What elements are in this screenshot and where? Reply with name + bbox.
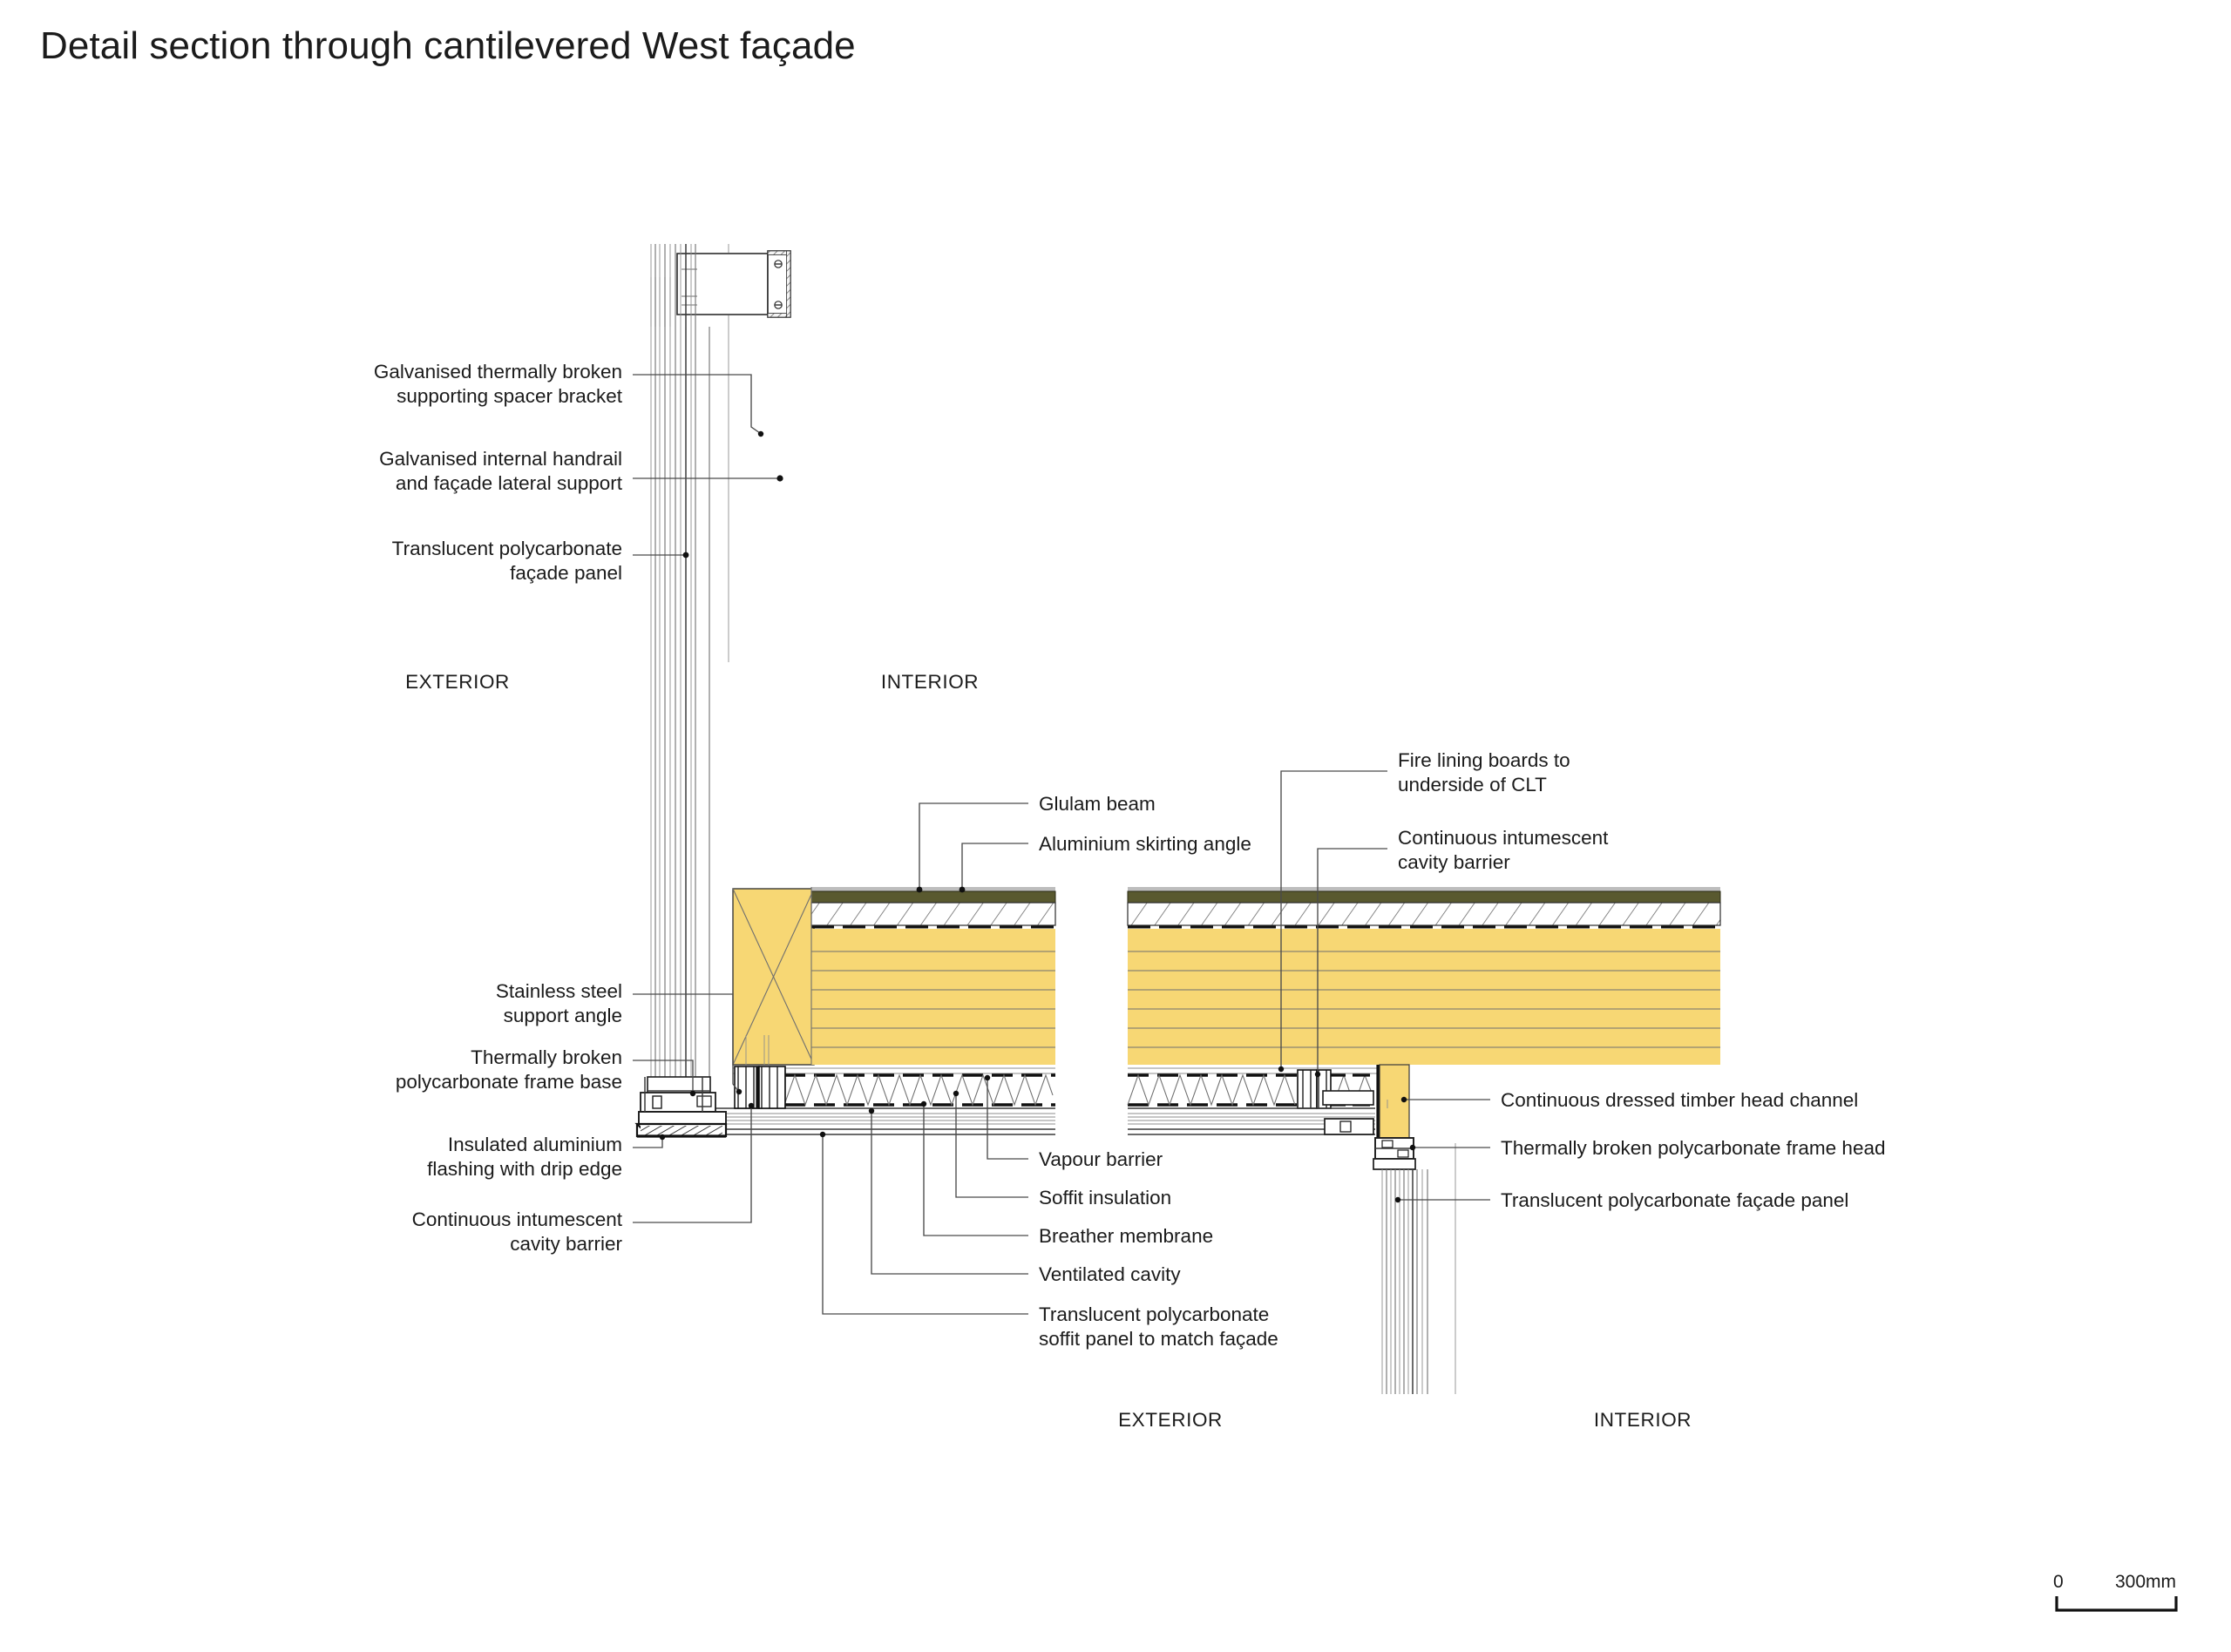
spacer-bracket-body: [676, 253, 769, 315]
dark-topping-band-right: [1127, 890, 1721, 904]
label-stainless-support-angle-l2: support angle: [504, 1005, 622, 1026]
soffit-insulation-zigzag-right: [1127, 1073, 1296, 1107]
label-fire-lining-boards-l1: Fire lining boards to: [1398, 749, 1570, 771]
soffit-insulation-zigzag-left: [783, 1073, 1054, 1107]
labels-right: Fire lining boards to underside of CLT C…: [1398, 749, 1886, 1211]
clt-slab-right: [1128, 929, 1720, 1065]
label-fire-lining-boards-l2: underside of CLT: [1398, 774, 1547, 796]
zone-interior-bottom: INTERIOR: [1594, 1409, 1692, 1431]
polycarbonate-multiwall-lines-upper: [650, 277, 696, 1077]
label-galvanised-handrail-l1: Galvanised internal handrail: [379, 448, 622, 470]
label-ventilated-cavity: Ventilated cavity: [1039, 1263, 1181, 1285]
label-polycarbonate-panel-lower: Translucent polycarbonate façade panel: [1501, 1189, 1848, 1211]
frame-base-detail-left: [634, 1076, 728, 1138]
label-insulated-flashing-l1: Insulated aluminium: [448, 1134, 622, 1155]
bracket-detail: [650, 244, 810, 327]
slab-top-skim-right: [1128, 887, 1720, 891]
clt-lamination-lines-left: [811, 951, 1055, 1048]
label-galvanised-spacer-bracket-l2: supporting spacer bracket: [397, 385, 623, 407]
scale-bar: 0 300mm: [2053, 1572, 2178, 1612]
label-frame-base-l2: polycarbonate frame base: [396, 1071, 622, 1093]
leaders-right: [1278, 770, 1490, 1203]
label-polycarbonate-panel-upper-l1: Translucent polycarbonate: [392, 538, 622, 559]
upper-facade-panel-assembly: [650, 277, 729, 1080]
labels-centre: Glulam beam Aluminium skirting angle Vap…: [1039, 793, 1278, 1350]
label-galvanised-spacer-bracket-l1: Galvanised thermally broken: [374, 361, 622, 383]
label-cavity-barrier-right-l1: Continuous intumescent: [1398, 827, 1609, 849]
label-frame-head: Thermally broken polycarbonate frame hea…: [1501, 1137, 1886, 1159]
leaders-centre: [819, 802, 1028, 1315]
label-breather-membrane: Breather membrane: [1039, 1225, 1213, 1247]
polycarbonate-frame-head: [1373, 1137, 1416, 1170]
scale-end-label: 300mm: [2115, 1572, 2176, 1592]
label-cavity-barrier-left-l1: Continuous intumescent: [412, 1209, 623, 1230]
screed-layer-left: [810, 902, 1056, 926]
screed-layer-right: [1127, 902, 1721, 926]
frame-base-block-a: [734, 1066, 760, 1109]
clt-lamination-lines-right: [1128, 951, 1720, 1048]
label-aluminium-skirting-angle: Aluminium skirting angle: [1039, 833, 1251, 855]
label-galvanised-handrail-l2: and façade lateral support: [396, 472, 623, 494]
zone-labels: EXTERIOR INTERIOR EXTERIOR INTERIOR: [405, 671, 1692, 1431]
head-trim-detail: [1322, 1090, 1374, 1135]
labels-left: Galvanised thermally broken supporting s…: [374, 361, 623, 1255]
label-timber-head-channel: Continuous dressed timber head channel: [1501, 1089, 1858, 1111]
label-cavity-barrier-right-l2: cavity barrier: [1398, 851, 1510, 873]
soffit-panel-layers-right: [1128, 1107, 1375, 1135]
right-floor-buildup: [1127, 887, 1721, 1394]
zone-exterior-top: EXTERIOR: [405, 671, 510, 693]
frame-head-block-a: [1297, 1069, 1318, 1109]
label-polycarbonate-panel-upper-l2: façade panel: [510, 562, 622, 584]
polycarbonate-lines-behind-bracket: [650, 244, 729, 327]
label-insulated-flashing-l2: flashing with drip edge: [427, 1158, 622, 1180]
label-soffit-panel-l2: soffit panel to match façade: [1039, 1328, 1278, 1350]
leaders-left: [633, 374, 783, 1223]
page-title: Detail section through cantilevered West…: [40, 24, 856, 67]
bracket-fixing-bolts: [774, 260, 783, 309]
zone-exterior-bottom: EXTERIOR: [1118, 1409, 1223, 1431]
zone-interior-top: INTERIOR: [881, 671, 979, 693]
frame-base-block-b: [758, 1066, 786, 1109]
slab-top-skim-left: [811, 887, 1055, 891]
label-stainless-support-angle-l1: Stainless steel: [496, 980, 622, 1002]
scale-start-label: 0: [2053, 1572, 2064, 1592]
label-soffit-insulation: Soffit insulation: [1039, 1187, 1171, 1209]
label-soffit-panel-l1: Translucent polycarbonate: [1039, 1303, 1269, 1325]
label-cavity-barrier-left-l2: cavity barrier: [510, 1233, 622, 1255]
left-floor-buildup: [634, 887, 1056, 1138]
soffit-panel-layers-left: [695, 1107, 1055, 1135]
dark-topping-band-left: [810, 890, 1056, 904]
label-glulam-beam: Glulam beam: [1039, 793, 1156, 815]
label-vapour-barrier: Vapour barrier: [1039, 1148, 1163, 1170]
clt-slab-left: [811, 929, 1055, 1065]
label-frame-base-l1: Thermally broken: [471, 1046, 622, 1068]
panel-edge-stiles-left: [644, 1077, 703, 1112]
lower-facade-panel-assembly: [1381, 1143, 1456, 1394]
